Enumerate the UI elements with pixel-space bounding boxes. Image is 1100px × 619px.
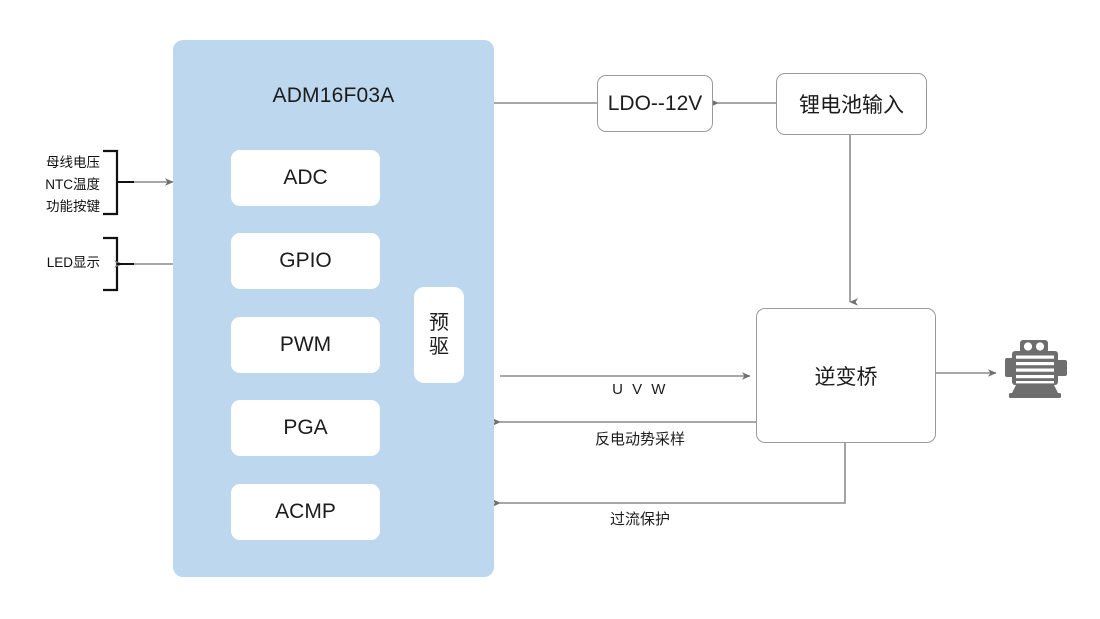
block-pga[interactable]: PGA — [231, 400, 380, 456]
bracket-analog-inputs — [103, 149, 174, 216]
block-gpio[interactable]: GPIO — [231, 233, 380, 289]
block-ldo[interactable]: LDO--12V — [597, 75, 713, 132]
wire-over-current — [492, 441, 846, 507]
left-label-bus-voltage: 母线电压 — [46, 155, 100, 170]
left-output-group-led: LED显示 — [14, 252, 100, 274]
left-label-function-key: 功能按键 — [46, 198, 100, 214]
predriver-label-line1: 预 — [429, 311, 449, 334]
block-adc[interactable]: ADC — [231, 150, 380, 206]
left-input-group-analog: 母线电压 NTC温度 功能按键 — [14, 152, 100, 218]
wire-label-over-current: 过流保护 — [609, 511, 670, 528]
wire-label-back-emf: 反电动势采样 — [594, 431, 685, 448]
block-inverter-bridge[interactable]: 逆变桥 — [756, 308, 936, 443]
block-predriver[interactable]: 预 驱 — [414, 287, 464, 383]
block-acmp[interactable]: ACMP — [231, 484, 380, 540]
block-pwm[interactable]: PWM — [231, 317, 380, 373]
block-battery-input[interactable]: 锂电池输入 — [776, 73, 927, 135]
predriver-label-line2: 驱 — [429, 336, 449, 358]
left-label-led-display: LED显示 — [46, 255, 100, 270]
mcu-title: ADM16F03A — [272, 84, 395, 107]
electric-motor-icon — [1005, 340, 1067, 398]
wire-label-uvw: U V W — [612, 381, 668, 398]
bracket-led-display — [103, 236, 173, 292]
left-label-ntc-temperature: NTC温度 — [45, 176, 100, 192]
